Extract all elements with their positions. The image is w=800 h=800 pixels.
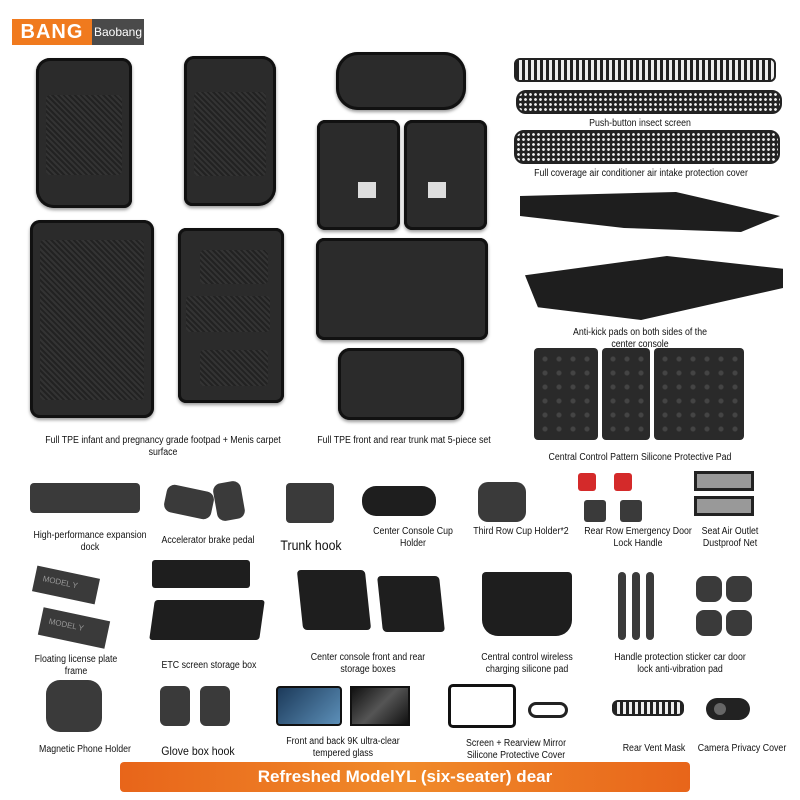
brand-name: Baobang	[92, 19, 144, 45]
banner-text-1: Refreshed ModelYL (six-seater) dear	[257, 767, 553, 786]
anti-kick-label: Anti-kick pads on both sides of the cent…	[572, 327, 708, 350]
trunk-hook-label: Trunk hook	[280, 537, 342, 553]
glove-hook-label: Glove box hook	[161, 744, 235, 758]
handle-sticker-label: Handle protection sticker car door lock …	[614, 652, 746, 675]
cup-holder-label: Center Console Cup Holder	[373, 526, 453, 549]
phone-holder-image	[46, 680, 102, 732]
wireless-pad-image	[482, 572, 572, 636]
banner-text-2: New Car Practical 66-Piece Gift Set	[264, 792, 547, 800]
expansion-dock-label: High-performance expansion dock	[33, 530, 147, 553]
air-intake-label: Full coverage air conditioner air intake…	[534, 168, 748, 179]
silicone-pad-label: Central Control Pattern Silicone Protect…	[548, 452, 732, 463]
footpad-label: Full TPE infant and pregnancy grade foot…	[45, 435, 281, 458]
trunk-hook-image	[286, 483, 334, 523]
third-row-cup-label: Third Row Cup Holder*2	[473, 526, 569, 537]
wireless-pad-label: Central control wireless charging silico…	[481, 652, 573, 675]
rear-vent-label: Rear Vent Mask	[622, 743, 686, 754]
storage-boxes-label: Center console front and rear storage bo…	[310, 652, 426, 675]
rear-door-lock-label: Rear Row Emergency Door Lock Handle	[584, 526, 692, 549]
phone-holder-label: Magnetic Phone Holder	[39, 744, 131, 755]
camera-cover-label: Camera Privacy Cover	[697, 743, 787, 754]
screen-cover-label: Screen + Rearview Mirror Silicone Protec…	[465, 738, 567, 761]
air-intake-cover-image	[514, 130, 780, 164]
pedal-label: Accelerator brake pedal	[161, 535, 255, 546]
insect-screen-label: Push-button insect screen	[589, 118, 691, 129]
tempered-glass-label: Front and back 9K ultra-clear tempered g…	[286, 736, 400, 759]
license-frame-label: Floating license plate frame	[34, 654, 118, 677]
seat-air-label: Seat Air Outlet Dustproof Net	[701, 526, 759, 549]
etc-box-label: ETC screen storage box	[161, 660, 257, 671]
brand-logo: BANG	[12, 19, 92, 45]
gift-set-banner: Refreshed ModelYL (six-seater) dearNew C…	[120, 762, 690, 800]
rear-vent-mask-image	[612, 700, 684, 716]
trunk-mat-label: Full TPE front and rear trunk mat 5-piec…	[317, 435, 491, 446]
expansion-dock-image	[30, 483, 140, 513]
